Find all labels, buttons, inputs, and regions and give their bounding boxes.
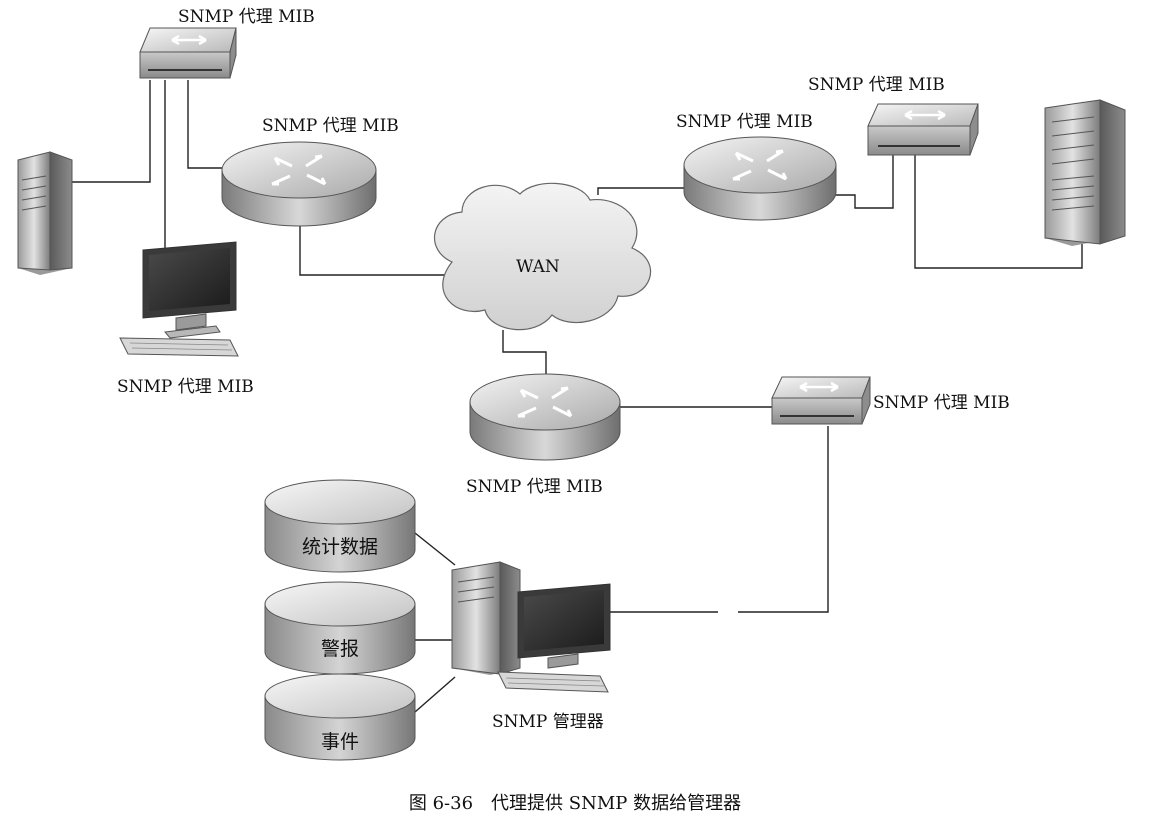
connection-lines — [70, 80, 1083, 713]
router-right-label: SNMP 代理 MIB — [676, 112, 813, 132]
server-tower-icon — [1044, 99, 1126, 246]
switch-icon — [139, 27, 237, 79]
router-bottom-label: SNMP 代理 MIB — [466, 477, 603, 497]
switch-bottom-right-label: SNMP 代理 MIB — [873, 393, 1010, 413]
database-label: 警报 — [321, 638, 359, 660]
switch-icon — [771, 376, 871, 425]
router-icon — [221, 141, 377, 227]
database-event-icon — [264, 673, 416, 761]
wan-label: WAN — [516, 257, 560, 277]
manager-workstation-icon — [451, 561, 611, 693]
workstation-left-label: SNMP 代理 MIB — [117, 377, 254, 397]
switch-icon — [867, 103, 979, 156]
figure-caption: 图 6-36 代理提供 SNMP 数据给管理器 — [409, 793, 741, 814]
switch-top-left-label: SNMP 代理 MIB — [178, 7, 315, 27]
workstation-icon — [119, 241, 239, 357]
server-tower-icon — [17, 151, 73, 275]
device-labels: SNMP 代理 MIB SNMP 代理 MIB SNMP 代理 MIB SNMP… — [117, 7, 1010, 814]
database-statistics-icon — [264, 479, 416, 573]
database-label: 事件 — [321, 731, 359, 753]
router-icon — [683, 136, 837, 221]
router-left-label: SNMP 代理 MIB — [262, 116, 399, 136]
manager-label: SNMP 管理器 — [492, 712, 604, 732]
database-alarm-icon — [264, 581, 416, 675]
router-icon — [469, 373, 621, 461]
wan-cloud-icon — [434, 182, 652, 331]
switch-top-right-label: SNMP 代理 MIB — [808, 75, 945, 95]
database-label: 统计数据 — [302, 536, 378, 558]
